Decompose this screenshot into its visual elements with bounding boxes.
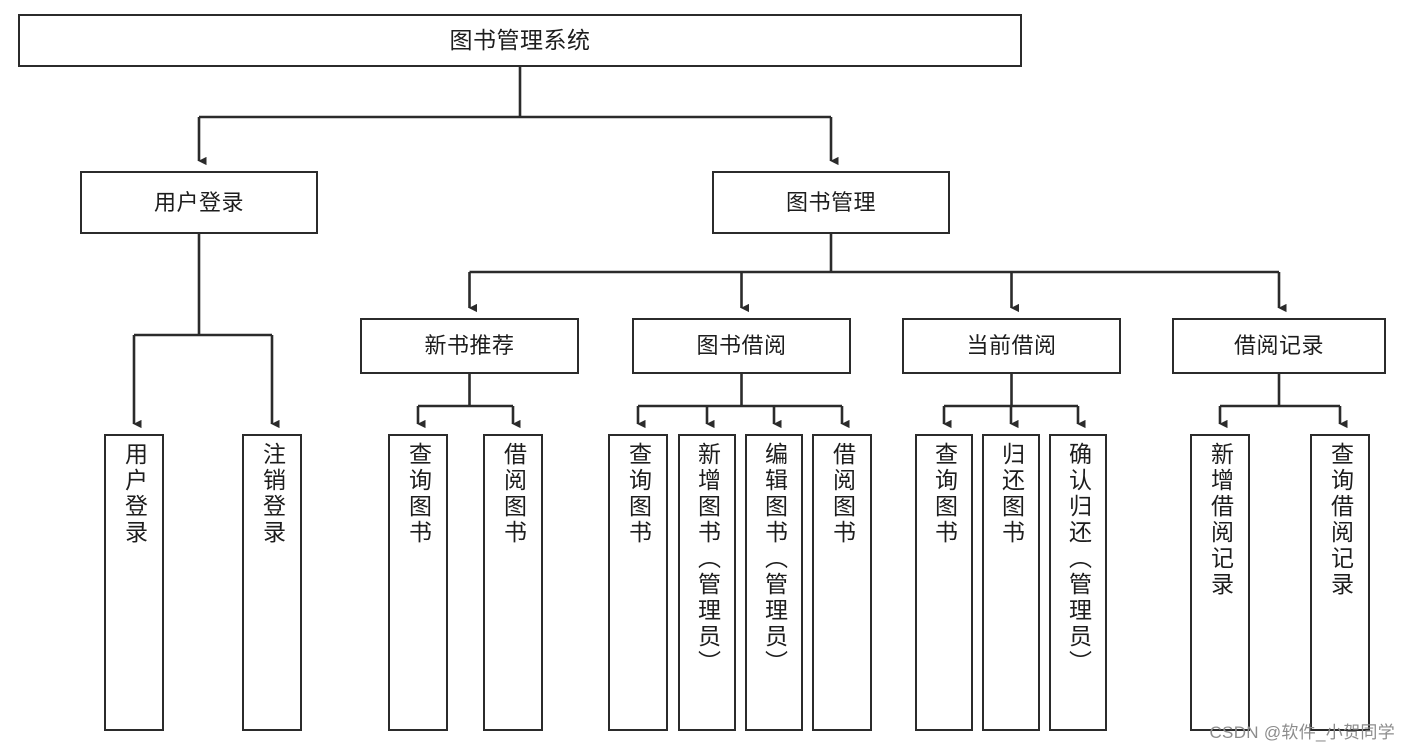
- node-leaf-add-book[interactable]: 新增图书（管理员）: [678, 434, 736, 731]
- node-user-login[interactable]: 用户登录: [80, 171, 318, 234]
- node-label-leaf-confirm-return: 确认归还（管理员）: [1065, 442, 1092, 676]
- node-label-book-borrow: 图书借阅: [696, 333, 787, 359]
- node-label-leaf-query-book-2: 查询图书: [625, 442, 652, 546]
- node-borrow-record[interactable]: 借阅记录: [1172, 318, 1386, 374]
- node-leaf-borrow-book-1[interactable]: 借阅图书: [483, 434, 543, 731]
- node-leaf-user-logout[interactable]: 注销登录: [242, 434, 302, 731]
- node-label-leaf-add-record: 新增借阅记录: [1207, 442, 1234, 598]
- node-leaf-borrow-book-2[interactable]: 借阅图书: [812, 434, 872, 731]
- node-label-leaf-edit-book: 编辑图书（管理员）: [761, 442, 788, 676]
- node-leaf-return-book[interactable]: 归还图书: [982, 434, 1040, 731]
- node-leaf-add-record[interactable]: 新增借阅记录: [1190, 434, 1250, 731]
- node-book-manage[interactable]: 图书管理: [712, 171, 950, 234]
- node-label-root: 图书管理系统: [449, 27, 591, 54]
- node-label-leaf-borrow-book-1: 借阅图书: [500, 442, 527, 546]
- node-label-leaf-add-book: 新增图书（管理员）: [694, 442, 721, 676]
- node-current-borrow[interactable]: 当前借阅: [902, 318, 1121, 374]
- node-leaf-query-book-3[interactable]: 查询图书: [915, 434, 973, 731]
- node-leaf-edit-book[interactable]: 编辑图书（管理员）: [745, 434, 803, 731]
- node-leaf-confirm-return[interactable]: 确认归还（管理员）: [1049, 434, 1107, 731]
- node-label-leaf-user-login: 用户登录: [121, 442, 148, 546]
- node-leaf-query-book-1[interactable]: 查询图书: [388, 434, 448, 731]
- node-book-borrow[interactable]: 图书借阅: [632, 318, 851, 374]
- node-label-book-manage: 图书管理: [785, 189, 876, 215]
- node-label-user-login: 用户登录: [153, 189, 244, 215]
- node-root[interactable]: 图书管理系统: [18, 14, 1022, 67]
- node-leaf-user-login[interactable]: 用户登录: [104, 434, 164, 731]
- node-label-leaf-query-book-1: 查询图书: [405, 442, 432, 546]
- watermark: CSDN @软件_小贺同学: [1209, 723, 1395, 742]
- node-label-leaf-query-book-3: 查询图书: [931, 442, 958, 546]
- node-label-current-borrow: 当前借阅: [966, 333, 1057, 359]
- node-label-leaf-user-logout: 注销登录: [259, 442, 286, 546]
- node-label-leaf-query-record: 查询借阅记录: [1327, 442, 1354, 598]
- node-label-leaf-borrow-book-2: 借阅图书: [829, 442, 856, 546]
- node-label-leaf-return-book: 归还图书: [998, 442, 1025, 546]
- node-label-borrow-record: 借阅记录: [1233, 333, 1324, 359]
- node-leaf-query-record[interactable]: 查询借阅记录: [1310, 434, 1370, 731]
- node-new-book-recommend[interactable]: 新书推荐: [360, 318, 579, 374]
- node-leaf-query-book-2[interactable]: 查询图书: [608, 434, 668, 731]
- node-label-new-book-recommend: 新书推荐: [424, 333, 515, 359]
